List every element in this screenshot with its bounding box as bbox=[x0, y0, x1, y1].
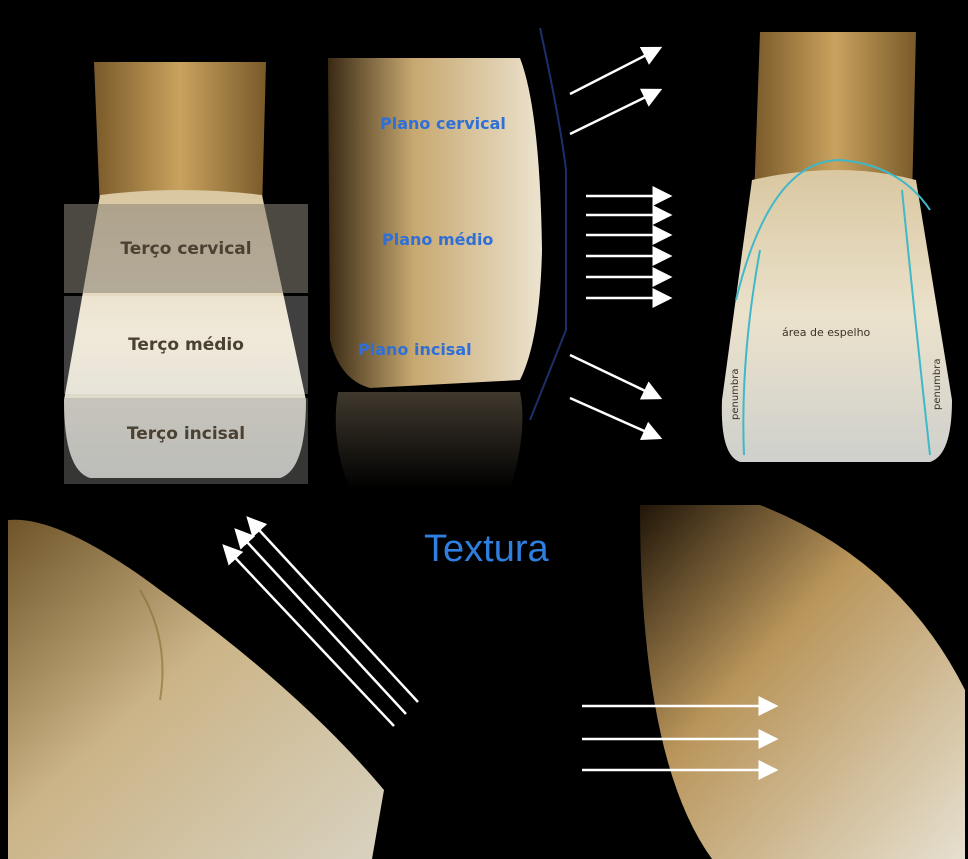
label-middle-third: Terço médio bbox=[64, 296, 308, 394]
side-tooth bbox=[328, 58, 542, 388]
root bbox=[94, 62, 266, 210]
crown bbox=[722, 170, 952, 462]
label-cervical-plane: Plano cervical bbox=[380, 114, 506, 133]
texture-title: Textura bbox=[424, 528, 549, 571]
label-mirror-area: área de espelho bbox=[782, 326, 870, 339]
texture-right-tooth bbox=[640, 505, 965, 859]
label-incisal-plane: Plano incisal bbox=[358, 340, 472, 359]
label-cervical-third: Terço cervical bbox=[64, 204, 308, 293]
label-penumbra-right: penumbra bbox=[932, 358, 943, 410]
texture-left-tooth bbox=[8, 520, 384, 859]
side-tooth-planes bbox=[328, 28, 566, 490]
label-incisal-third: Terço incisal bbox=[64, 398, 308, 470]
label-middle-plane: Plano médio bbox=[382, 230, 493, 249]
side-tooth-reflection bbox=[336, 392, 523, 490]
label-penumbra-left: penumbra bbox=[730, 368, 741, 420]
reflection-tooth bbox=[722, 32, 952, 462]
light-arrows-top bbox=[570, 48, 670, 438]
